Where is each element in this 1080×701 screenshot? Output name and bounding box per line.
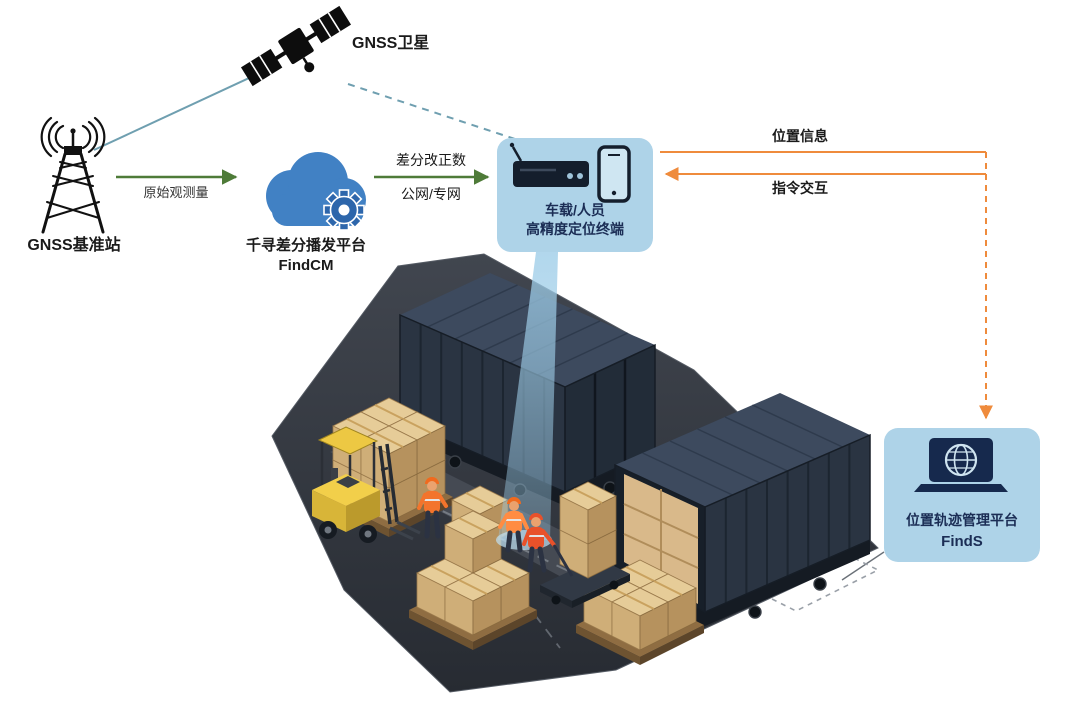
correction-label-line2: 公网/专网 [401, 186, 461, 202]
smartphone-icon [597, 145, 631, 203]
worker-3 [522, 513, 574, 577]
gnss-base-station-icon [40, 116, 106, 234]
forklift [312, 426, 421, 543]
gnss-satellite-icon [240, 5, 352, 87]
terminal-label-line2: 高精度定位终端 [526, 221, 624, 237]
terminal-panel [497, 138, 653, 252]
finds-panel [884, 428, 1040, 562]
command-interaction-label: 指令交互 [772, 180, 828, 196]
crate-stack-2 [409, 510, 537, 650]
pallet-jack [540, 481, 630, 608]
correction-label-line1: 差分改正数 [396, 152, 466, 168]
link-satellite-basestation [93, 71, 263, 151]
vehicle-terminal-icon [509, 142, 589, 187]
cloud-platform-name: 千寻差分播发平台 [245, 237, 366, 254]
worker-2 [498, 497, 529, 553]
arrow-position-info [660, 151, 993, 420]
crate-stack-3 [576, 559, 704, 665]
warehouse-yard [271, 252, 880, 693]
finds-platform-name: 位置轨迹管理平台 [906, 512, 1018, 528]
base-station-label: GNSS基准站 [27, 237, 121, 254]
cloud-platform-product: FindCM [278, 257, 334, 274]
position-info-label: 位置信息 [772, 128, 828, 144]
worker-1 [417, 477, 448, 539]
finds-platform-product: FindS [941, 533, 983, 550]
raw-observation-label: 原始观测量 [143, 185, 209, 200]
globe-icon [944, 443, 978, 477]
link-satellite-terminal [347, 83, 522, 142]
terminal-label-line1: 车载/人员 [545, 202, 605, 218]
satellite-label: GNSS卫星 [352, 35, 430, 52]
laptop-globe-icon [914, 438, 1008, 492]
gear-icon [323, 189, 365, 231]
link-finds-yard [841, 551, 885, 581]
